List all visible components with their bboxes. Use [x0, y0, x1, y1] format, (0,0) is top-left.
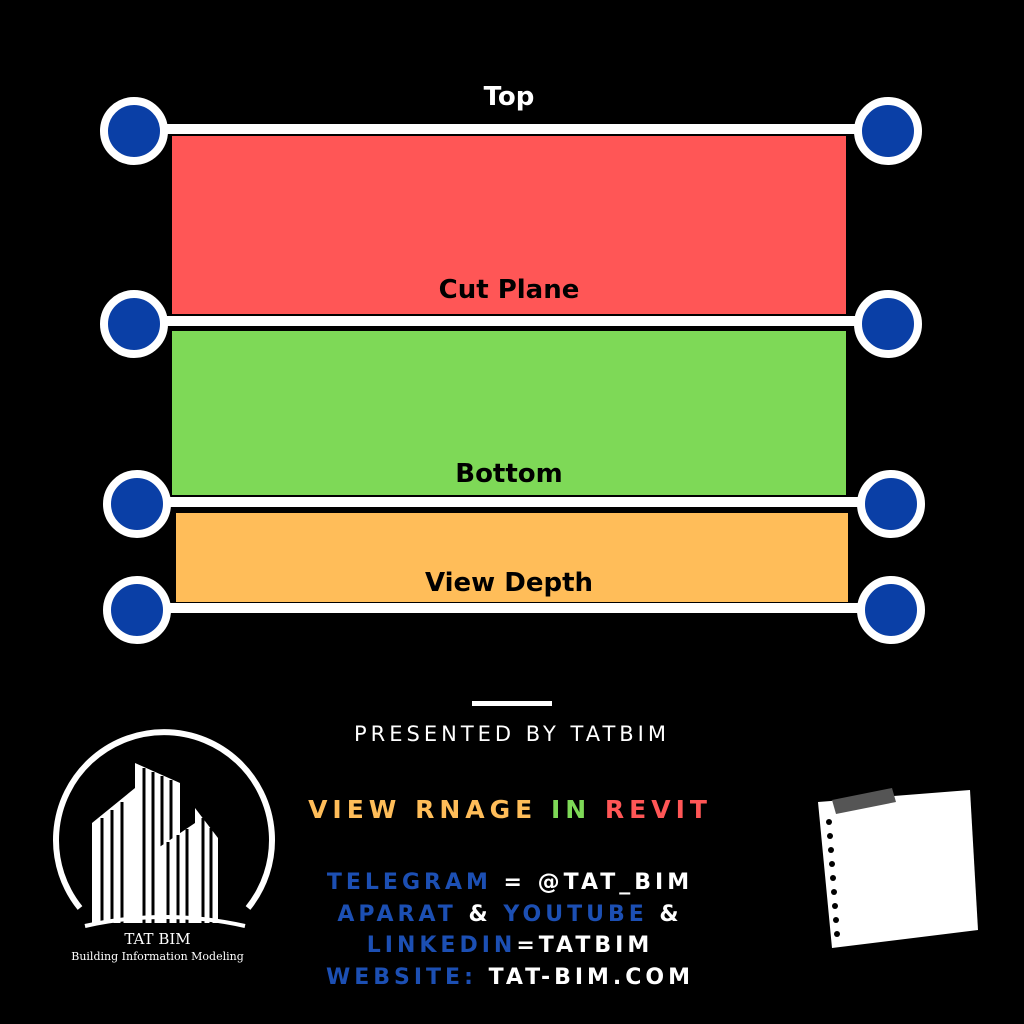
youtube-label: YOUTUBE [503, 902, 648, 927]
logo-subtitle: Building Information Modeling [71, 950, 244, 963]
green-band [172, 331, 846, 495]
top-plane-line [132, 124, 886, 134]
ampersand: & [468, 902, 492, 927]
title-word-in: IN [550, 795, 592, 824]
top-left-handle[interactable] [100, 97, 168, 165]
plane-label-bottom: Bottom [455, 459, 563, 489]
linkedin-value: =TATBIM [516, 933, 654, 958]
bottom-right-handle[interactable] [857, 470, 925, 538]
view-depth-left-handle[interactable] [103, 576, 171, 644]
telegram-value: = @TAT_BIM [503, 870, 694, 895]
note-tape [832, 788, 896, 814]
logo-arc [53, 729, 275, 910]
top-right-handle[interactable] [854, 97, 922, 165]
title-word-view: VIEW [308, 795, 402, 824]
plane-label-view-depth: View Depth [424, 568, 594, 598]
cut-plane-right-handle[interactable] [854, 290, 922, 358]
contact-website: WEBSITE: TAT-BIM.COM [270, 963, 750, 993]
orange-band [176, 513, 848, 602]
contact-linkedin: LINKEDIN=TATBIM [270, 931, 750, 961]
contact-aparat-youtube: APARAT & YOUTUBE & [270, 900, 750, 930]
website-value: TAT-BIM.COM [488, 965, 695, 990]
logo-swoosh [84, 915, 246, 928]
title-word-range: RNAGE [415, 795, 538, 824]
note-paper [818, 790, 978, 948]
cut-plane-line [132, 316, 886, 326]
title-word-revit: REVIT [604, 795, 712, 824]
telegram-label: TELEGRAM [326, 870, 492, 895]
view-depth-right-handle[interactable] [857, 576, 925, 644]
contact-telegram: TELEGRAM = @TAT_BIM [270, 868, 750, 898]
plane-label-cut-plane: Cut Plane [438, 275, 580, 305]
cut-plane-left-handle[interactable] [100, 290, 168, 358]
note-spiral-holes [826, 819, 840, 937]
view-depth-line [135, 603, 889, 613]
logo-name: TAT BIM [124, 930, 191, 948]
ampersand: & [659, 902, 683, 927]
divider-dash [472, 701, 552, 706]
plane-label-top: Top [483, 82, 535, 112]
sticky-note-icon [818, 788, 978, 948]
aparat-label: APARAT [337, 902, 457, 927]
red-band [172, 136, 846, 314]
bottom-plane-line [135, 497, 889, 507]
linkedin-label: LINKEDIN [366, 933, 517, 958]
bottom-left-handle[interactable] [103, 470, 171, 538]
presented-by: PRESENTED BY TATBIM [353, 722, 670, 746]
tatbim-logo [53, 729, 275, 928]
title-line: VIEW RNAGE IN REVIT [290, 795, 730, 824]
website-label: WEBSITE: [325, 965, 477, 990]
